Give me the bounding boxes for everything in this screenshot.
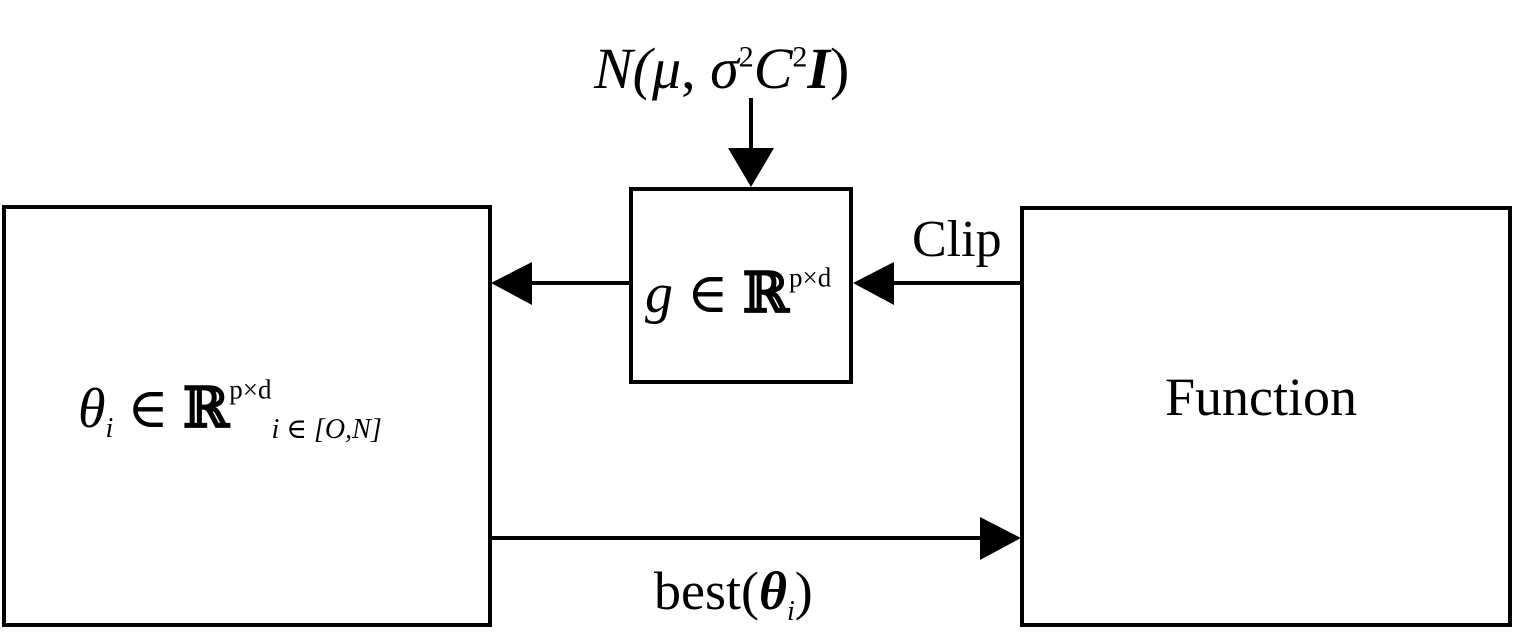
- noise-to-gradient-arrow: [728, 98, 774, 187]
- params-in-symbol: ∈: [113, 378, 183, 440]
- params-box: [2, 205, 492, 627]
- params-subscript: i: [105, 412, 114, 444]
- function-label: Function: [1165, 367, 1358, 427]
- noise-C: C: [753, 36, 793, 101]
- params-dims: p×d: [229, 374, 272, 405]
- best-subscript: i: [787, 596, 795, 628]
- function-box: [1020, 206, 1512, 627]
- best-arrow: [492, 517, 1021, 560]
- params-real-set: ℝ: [182, 375, 230, 441]
- best-theta: θ: [758, 561, 787, 621]
- params-theta: θ: [78, 378, 106, 440]
- gradient-to-params-arrow: [491, 262, 629, 305]
- clip-arrow: [853, 262, 1020, 305]
- noise-C-exponent: 2: [792, 40, 808, 74]
- noise-sigma-exponent: 2: [738, 40, 754, 74]
- clip-label: Clip: [912, 211, 1002, 268]
- noise-comma: ,: [681, 36, 711, 101]
- best-prefix: best(: [654, 561, 759, 621]
- best-suffix: ): [794, 561, 813, 621]
- gradient-dims: p×d: [789, 262, 832, 293]
- gradient-box: [629, 187, 853, 384]
- params-index-range: i ∈ [O,N]: [271, 414, 382, 446]
- best-label: best(θi): [654, 564, 813, 626]
- noise-sigma: σ: [710, 36, 739, 101]
- noise-identity-matrix: I: [807, 36, 830, 101]
- gradient-in-symbol: ∈: [673, 263, 743, 325]
- gradient-label: g ∈ ℝp×d: [645, 262, 832, 325]
- gradient-real-set: ℝ: [742, 260, 789, 326]
- params-label: θi ∈ ℝp×d i ∈ [O,N]: [78, 376, 382, 446]
- noise-mu: μ: [652, 36, 682, 101]
- noise-distribution-label: N(μ, σ2C2I): [594, 40, 849, 98]
- noise-suffix: ): [830, 36, 850, 101]
- noise-prefix: N(: [594, 36, 652, 101]
- gradient-var: g: [645, 263, 673, 325]
